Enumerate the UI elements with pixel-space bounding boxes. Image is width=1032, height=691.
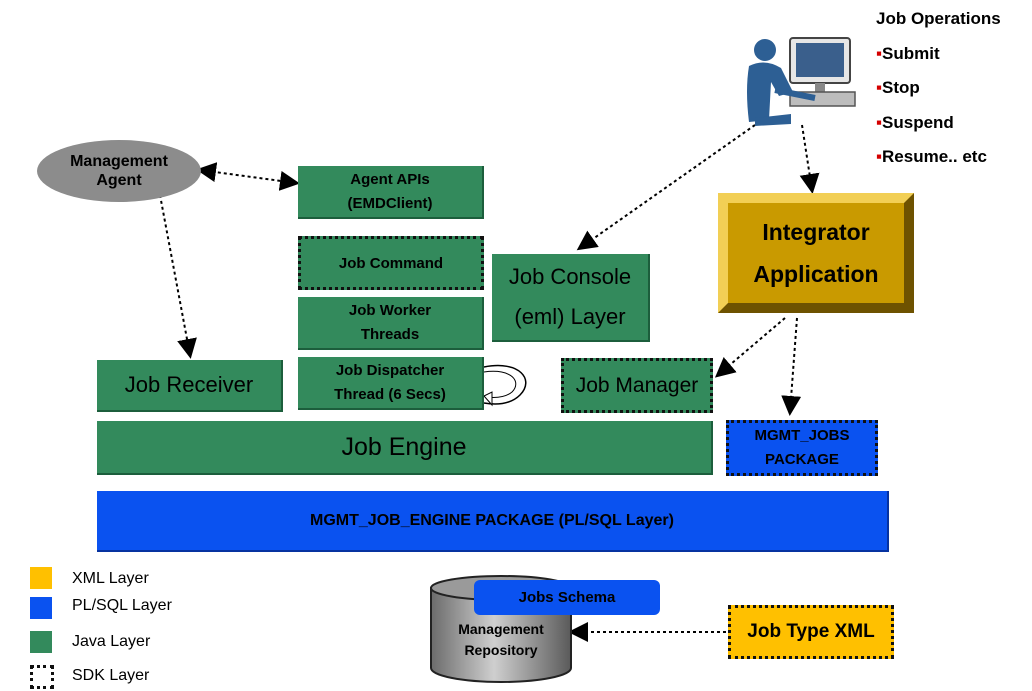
mgmt-jobs-package-node: MGMT_JOBS PACKAGE	[726, 420, 878, 476]
job-op-submit: ▪Submit	[876, 44, 940, 63]
job-type-xml-node: Job Type XML	[728, 605, 894, 659]
bullet-icon: ▪	[876, 78, 883, 97]
job-manager-node: Job Manager	[561, 358, 713, 413]
user-at-computer-icon	[747, 37, 856, 126]
mgmt-job-engine-package-node: MGMT_JOB_ENGINE PACKAGE (PL/SQL Layer)	[97, 491, 889, 552]
job-dispatcher-node: Job Dispatcher Thread (6 Secs)	[298, 357, 484, 410]
jobs-schema-node: Jobs Schema	[474, 580, 660, 615]
job-receiver-node: Job Receiver	[97, 360, 283, 412]
legend-label-xml: XML Layer	[72, 570, 149, 587]
repository-label: Management Repository	[458, 621, 544, 658]
job-console-node: Job Console (eml) Layer	[492, 254, 650, 342]
arrow-integrator-mgmtjobs	[781, 317, 802, 416]
bullet-icon: ▪	[876, 147, 883, 166]
legend-swatch-xml	[30, 567, 52, 589]
loop-arrow-icon	[483, 364, 527, 407]
job-command-node: Job Command	[298, 236, 484, 290]
arrow-integrator-manager	[714, 317, 786, 378]
job-worker-threads-node: Job Worker Threads	[298, 297, 484, 350]
bullet-icon: ▪	[876, 44, 883, 63]
arrow-agent-agentapis	[196, 162, 300, 191]
job-operations-title: Job Operations	[876, 9, 1001, 28]
legend-swatch-plsql	[30, 597, 52, 619]
management-agent-node: Management Agent	[37, 140, 201, 202]
legend-label-plsql: PL/SQL Layer	[72, 597, 172, 614]
integrator-application-node: Integrator Application	[718, 193, 914, 313]
arrow-agent-receiver	[159, 194, 197, 359]
legend-swatch-java	[30, 631, 52, 653]
bullet-icon: ▪	[876, 113, 883, 132]
job-op-suspend: ▪Suspend	[876, 113, 954, 132]
legend-label-java: Java Layer	[72, 633, 151, 650]
legend-swatch-sdk	[30, 665, 54, 689]
arrow-user-integrator	[799, 124, 820, 194]
legend: XML Layer PL/SQL Layer Java Layer SDK La…	[28, 563, 228, 689]
job-op-resume: ▪Resume.. etc	[876, 147, 987, 166]
agent-apis-node: Agent APIs (EMDClient)	[298, 166, 484, 219]
job-engine-node: Job Engine	[97, 421, 713, 475]
job-op-stop: ▪Stop	[876, 78, 920, 97]
legend-label-sdk: SDK Layer	[72, 667, 150, 684]
